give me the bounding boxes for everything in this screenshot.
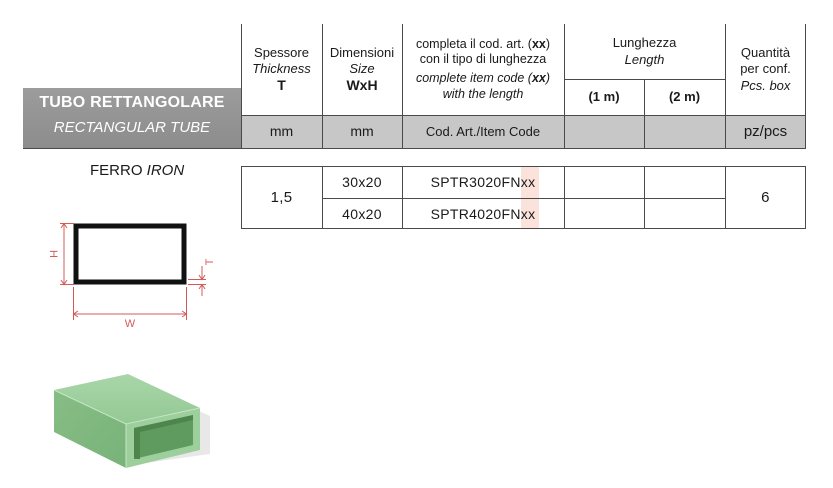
material-label: FERRO IRON [90, 162, 184, 179]
length-label-it: Lunghezza [612, 35, 677, 51]
size-label-it: Dimensioni [329, 44, 395, 60]
code-label-it-line1: completa il cod. art. (xx) [415, 36, 551, 51]
tube-section-outline [73, 223, 187, 285]
thickness-header: Spessore Thickness T [241, 24, 322, 115]
size-value-row2: 40x20 [342, 205, 382, 222]
code-unit: Cod. Art./Item Code [425, 123, 541, 139]
tube-top-face [54, 374, 200, 424]
grid-line [241, 115, 806, 116]
quantity-label-it-line1: Quantità [740, 45, 791, 61]
width-dimension [72, 287, 188, 320]
cross-section-diagram: H W T [47, 222, 216, 330]
thickness-label-it: Spessore [254, 44, 309, 60]
code-suffix-highlight [521, 166, 539, 229]
size-header: Dimensioni Size WxH [322, 24, 402, 115]
material-it: FERRO [90, 162, 143, 179]
grid-line [241, 228, 806, 229]
product-title: TUBO RETTANGOLARE [39, 94, 225, 111]
grid-line [564, 24, 565, 149]
label-w: W [125, 318, 136, 330]
code-label-it-line2: con il tipo di lunghezza [419, 52, 547, 67]
code-header: completa il cod. art. (xx) con il tipo d… [402, 24, 564, 115]
tube-3d-render [53, 374, 210, 468]
grid-line [322, 24, 323, 149]
grid-line [644, 166, 645, 229]
grid-line [564, 166, 565, 229]
item-code-base: SPTR4020FN [430, 205, 521, 222]
height-dimension [60, 222, 74, 286]
grid-line [564, 79, 725, 80]
size-value-row1: 30x20 [342, 174, 382, 190]
length-label-en: Length [624, 51, 665, 67]
code-label-en-line2: with the length [442, 86, 524, 101]
grid-line [725, 166, 726, 229]
label-t: T [204, 258, 216, 265]
code-label-en-line1: complete item code (xx) [415, 71, 551, 85]
quantity-label-it-line2: per conf. [740, 61, 791, 77]
product-subtitle: RECTANGULAR TUBE [53, 119, 211, 136]
item-code-base: SPTR3020FN [430, 174, 521, 190]
thickness-dimension [188, 266, 206, 296]
thickness-unit: mm [269, 123, 294, 140]
grid-line [241, 148, 806, 149]
grid-line [644, 79, 645, 149]
grid-line [402, 166, 403, 229]
spec-header-table: Spessore Thickness T mm Dimensioni Size … [241, 24, 806, 149]
label-h: H [47, 250, 59, 258]
product-title-bar: TUBO RETTANGOLARE RECTANGULAR TUBE [23, 88, 241, 149]
grid-line [241, 166, 806, 167]
quantity-value: 6 [761, 189, 770, 206]
item-code-suffix: xx [520, 174, 536, 190]
length-header: Lunghezza Length [564, 24, 725, 79]
thickness-value: 1,5 [270, 189, 293, 206]
quantity-unit: pz/pcs [743, 122, 788, 140]
length-option-2m: (2 m) [668, 88, 701, 104]
size-symbol: WxH [346, 77, 378, 93]
material-en: IRON [146, 162, 185, 179]
quantity-header: Quantità per conf. Pcs. box [725, 24, 806, 115]
size-label-en: Size [349, 60, 375, 76]
grid-line [241, 166, 242, 229]
unit-row-background [241, 115, 806, 149]
title-underline [23, 148, 241, 149]
grid-line [805, 24, 806, 149]
thickness-symbol: T [277, 77, 286, 93]
item-code-suffix: xx [520, 205, 536, 222]
grid-line [241, 24, 242, 149]
thickness-label-en: Thickness [252, 60, 311, 76]
quantity-label-en: Pcs. box [740, 77, 791, 93]
tube-side-face [54, 390, 126, 468]
grid-line [805, 166, 806, 229]
length-option-1m: (1 m) [588, 88, 620, 104]
grid-line [322, 198, 725, 199]
grid-line [322, 166, 323, 229]
size-unit: mm [350, 123, 374, 140]
grid-line [725, 24, 726, 149]
grid-line [402, 24, 403, 149]
